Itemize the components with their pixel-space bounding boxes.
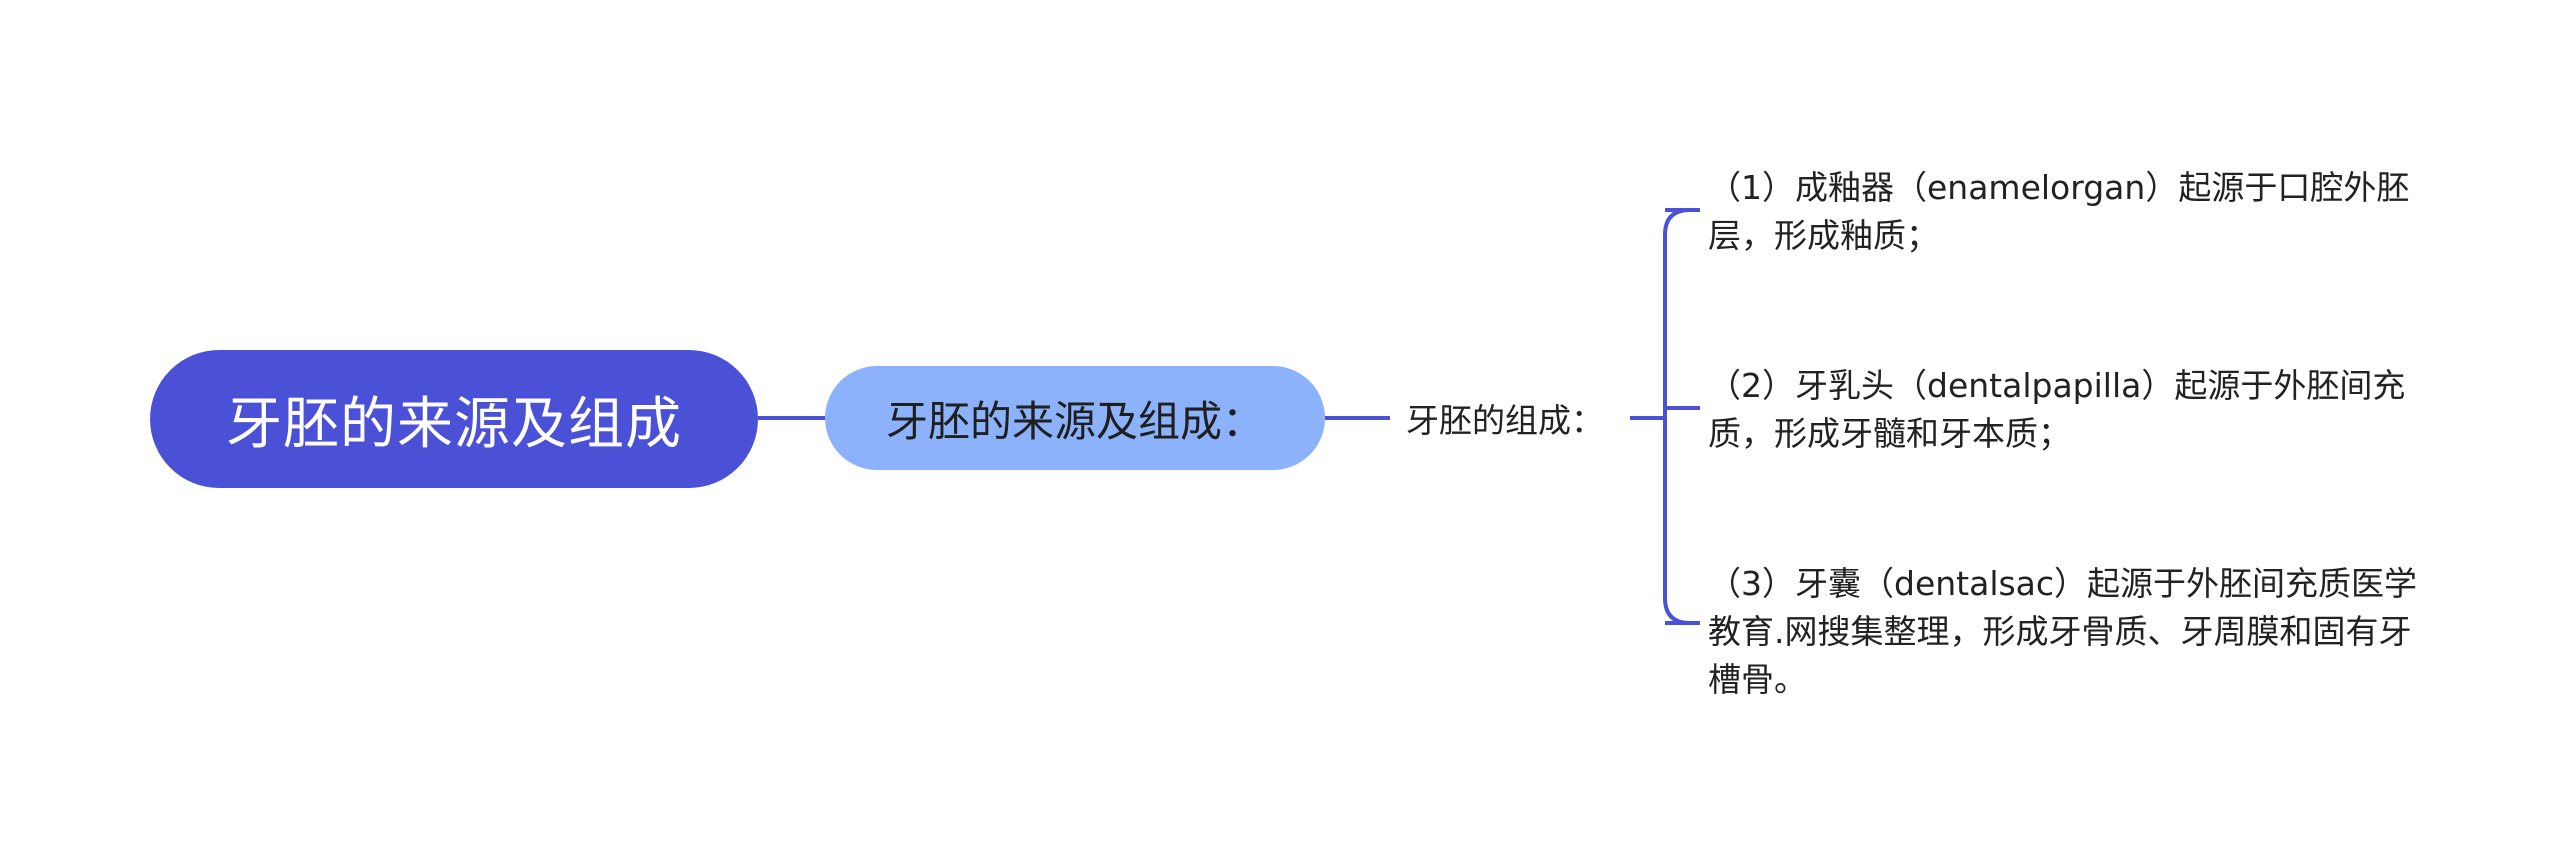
leaf-bracket [1663,208,1691,625]
leaf-node-3[interactable]: （3）牙囊（dentalsac）起源于外胚间充质医学教育.网搜集整理，形成牙骨质… [1708,560,2428,704]
leaf-node-1[interactable]: （1）成釉器（enamelorgan）起源于口腔外胚层，形成釉质； [1708,164,2428,260]
leaf-node-2-text: （2）牙乳头（dentalpapilla）起源于外胚间充质，形成牙髓和牙本质； [1708,366,2406,453]
level2-node-label: 牙胚的组成： [1406,401,1604,440]
leaf-node-1-text: （1）成釉器（enamelorgan）起源于口腔外胚层，形成釉质； [1708,168,2410,255]
leaf-node-3-text: （3）牙囊（dentalsac）起源于外胚间充质医学教育.网搜集整理，形成牙骨质… [1708,564,2418,699]
root-node-label: 牙胚的来源及组成 [226,391,682,457]
leaf-node-2[interactable]: （2）牙乳头（dentalpapilla）起源于外胚间充质，形成牙髓和牙本质； [1708,362,2428,458]
root-node[interactable]: 牙胚的来源及组成 [150,350,758,488]
level1-node-label: 牙胚的来源及组成： [885,396,1264,446]
level2-node[interactable]: 牙胚的组成： [1390,396,1620,440]
level1-node[interactable]: 牙胚的来源及组成： [825,366,1325,470]
